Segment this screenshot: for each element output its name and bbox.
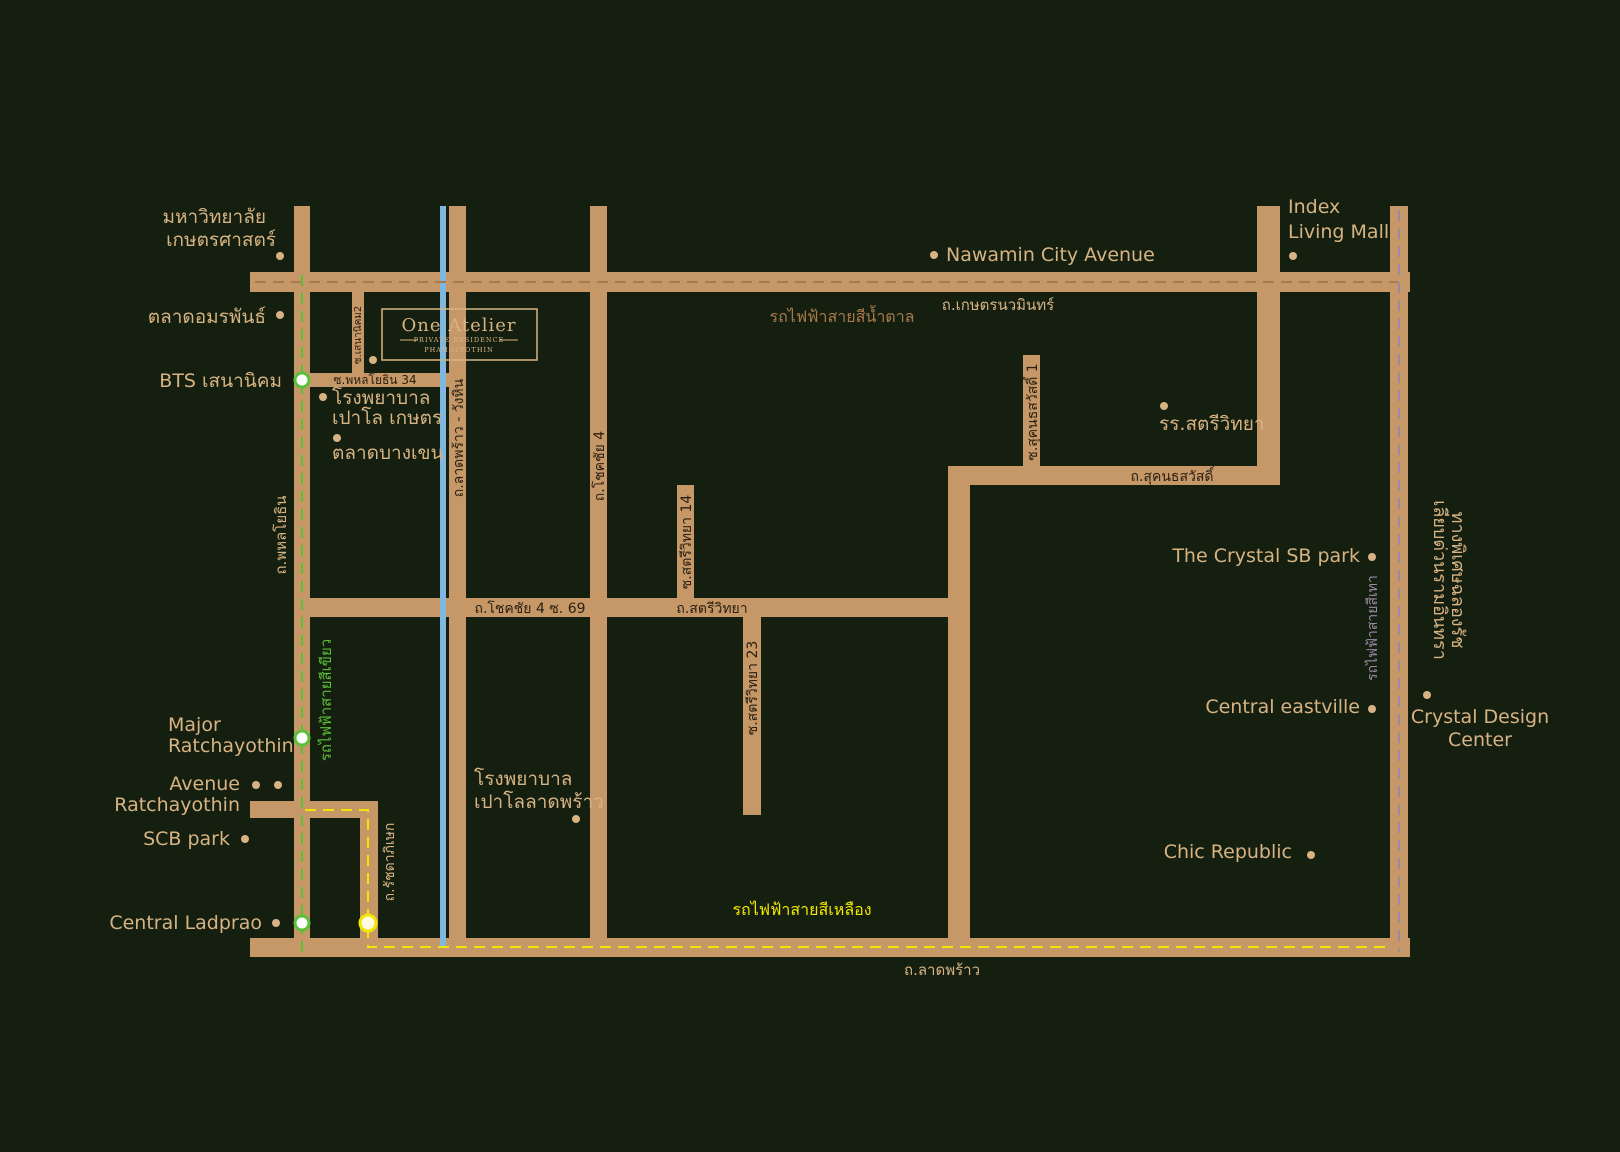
label-index-1: Index: [1288, 196, 1340, 218]
label-bts-senanikhom: BTS เสนานิคม: [159, 370, 282, 392]
dot-crystal-sb: [1368, 553, 1376, 561]
label-paolo-kaset-1: โรงพยาบาล: [332, 386, 430, 409]
dot-talad-or: [276, 311, 284, 319]
label-soi-phahon34: ซ.พหลโยธิน 34: [333, 373, 416, 387]
label-crystal-design-1: Crystal Design: [1411, 706, 1549, 728]
label-chokchai4-soi69: ถ.โชคชัย 4 ซ. 69: [474, 600, 585, 617]
label-soi-senanikhom2: ซ.เสนานิคม2: [353, 306, 364, 364]
label-expressway-2: ทางพิเศษฉลองรัช: [1447, 512, 1468, 649]
label-major-2: Ratchayothin: [168, 735, 294, 757]
road-labels: ถ.เกษตรนวมินทร์ ถ.ลาดพร้าว ถ.พหลโยธิน ถ.…: [272, 296, 1215, 979]
canal-line: [440, 206, 446, 946]
station-central-ladprao[interactable]: [293, 914, 311, 932]
station-ratchada-ladprao[interactable]: [358, 913, 378, 933]
location-dots: [241, 251, 1431, 927]
road-ladprao-wanghin: [449, 206, 466, 956]
dot-central-eastville: [1368, 705, 1376, 713]
road-sukhonthasawat: [948, 466, 1280, 485]
road-soi-phahon34: [306, 373, 450, 387]
road-network: [250, 206, 1410, 957]
road-soi-satri14: [677, 485, 694, 607]
label-central-eastville: Central eastville: [1205, 696, 1360, 718]
label-avenue-1: Avenue: [169, 773, 240, 795]
dot-chic-republic: [1307, 851, 1315, 859]
label-soi-satri14: ซ.สตรีวิทยา 14: [679, 495, 695, 590]
label-kasetsart-1: มหาวิทยาลัย: [163, 206, 267, 228]
dot-paolo-kaset: [319, 393, 327, 401]
road-soi-senanikhom2: [352, 290, 364, 380]
logo-title: One Atelier: [401, 315, 516, 336]
dot-talad-bangkhen: [333, 434, 341, 442]
yellow-line-path: [305, 809, 1392, 948]
label-chokchai4: ถ.โชคชัย 4: [591, 431, 608, 501]
label-ladprao: ถ.ลาดพร้าว: [904, 961, 980, 979]
dot-crystal-design: [1423, 691, 1431, 699]
dot-avenue-1: [252, 781, 260, 789]
dot-index-living: [1289, 252, 1297, 260]
label-soi-sukhon1: ซ.สุคนธสวัสดิ์ 1: [1022, 363, 1041, 460]
road-soi-sukhon1: [1023, 355, 1040, 483]
label-sukhonthasawat: ถ.สุคนธสวัสดิ์: [1131, 466, 1216, 485]
road-chokchai4: [590, 206, 607, 956]
station-major-ratchayothin[interactable]: [293, 729, 311, 747]
project-logo: One Atelier PRIVATE RESIDENCE PHAHOLYOTH…: [381, 308, 538, 361]
label-expressway-1: เลียบด่วนรามอินทรา: [1429, 500, 1450, 660]
station-bts-senanikhom[interactable]: [293, 371, 311, 389]
label-major-1: Major: [168, 714, 221, 736]
label-paolo-ladprao-2: เปาโลลาดพร้าว: [474, 790, 604, 813]
label-soi-satri23: ซ.สตรีวิทยา 23: [745, 641, 761, 736]
label-kasetsart-2: เกษตรศาสตร์: [166, 229, 276, 251]
label-scb-park: SCB park: [143, 828, 230, 850]
dot-kasetsart: [276, 252, 284, 260]
label-talad-or: ตลาดอมรพันธ์: [148, 306, 266, 328]
dot-satri-school: [1160, 402, 1168, 410]
logo-subtitle-2: PHAHOLYOTHIN: [424, 346, 494, 354]
road-index-vertical: [1257, 206, 1280, 484]
label-kaset-nawamin: ถ.เกษตรนวมินทร์: [942, 296, 1055, 314]
place-labels: มหาวิทยาลัย เกษตรศาสตร์ ตลาดอมรพันธ์ BTS…: [109, 196, 1549, 934]
road-kaset-nawamin: [250, 272, 1410, 292]
logo-frame: [381, 308, 538, 361]
transit-labels: รถไฟฟ้าสายสีน้ำตาล รถไฟฟ้าสายสีเขียว รถไ…: [317, 305, 1468, 919]
label-nawamin-city: Nawamin City Avenue: [946, 244, 1155, 266]
label-index-2: Living Mall: [1288, 221, 1389, 243]
dot-nawamin-city: [930, 251, 938, 259]
label-paolo-kaset-2: เปาโล เกษตร: [332, 406, 442, 429]
dot-senanikhom2: [369, 356, 377, 364]
label-talad-bangkhen: ตลาดบางเขน: [332, 442, 443, 464]
label-paolo-ladprao-1: โรงพยาบาล: [474, 767, 572, 790]
dot-avenue-2: [274, 781, 282, 789]
label-yellow-line: รถไฟฟ้าสายสีเหลือง: [732, 900, 871, 919]
stations: [293, 371, 378, 933]
label-ratchadaphisek: ถ.รัชดาภิเษก: [382, 823, 398, 902]
logo-subtitle-1: PRIVATE RESIDENCE: [414, 336, 505, 344]
label-phahonyothin: ถ.พหลโยธิน: [272, 495, 290, 574]
label-green-line: รถไฟฟ้าสายสีเขียว: [317, 639, 335, 761]
label-chic-republic: Chic Republic: [1164, 841, 1292, 863]
label-avenue-2: Ratchayothin: [114, 794, 240, 816]
label-satri-witthaya: ถ.สตรีวิทยา: [676, 601, 747, 617]
dot-paolo-ladprao: [572, 815, 580, 823]
label-crystal-sb: The Crystal SB park: [1171, 545, 1360, 567]
road-east-vertical: [948, 466, 970, 944]
label-ladprao-wanghin: ถ.ลาดพร้าว - วังหิน: [451, 378, 467, 497]
label-central-ladprao: Central Ladprao: [109, 912, 262, 934]
dot-central-ladprao: [272, 919, 280, 927]
road-ladprao: [250, 938, 1410, 957]
road-chokchai4-soi69: [294, 598, 954, 617]
label-satri-school: รร.สตรีวิทยา: [1159, 413, 1265, 435]
label-brown-line: รถไฟฟ้าสายสีน้ำตาล: [770, 305, 915, 326]
dot-scb-park: [241, 835, 249, 843]
road-soi-satri23: [743, 612, 761, 815]
label-pink-line: รถไฟฟ้าสายสีเทา: [1364, 575, 1381, 681]
label-crystal-design-2: Center: [1448, 729, 1512, 751]
